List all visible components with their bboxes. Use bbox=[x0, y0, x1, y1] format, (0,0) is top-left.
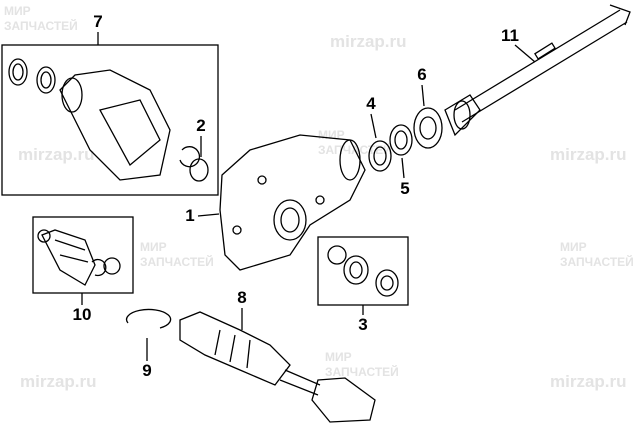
watermark-site: mirzap.ru bbox=[20, 372, 97, 391]
callout-6: 6 bbox=[417, 65, 427, 84]
callout-5: 5 bbox=[400, 179, 410, 198]
group-box-10 bbox=[32, 216, 134, 294]
callout-2: 2 bbox=[196, 116, 206, 135]
differential-housing bbox=[219, 134, 366, 271]
callout-1: 1 bbox=[185, 206, 195, 225]
callout-3: 3 bbox=[358, 315, 368, 334]
group-box-7 bbox=[1, 44, 219, 196]
callout-7: 7 bbox=[93, 12, 103, 31]
snap-ring-9 bbox=[125, 308, 172, 329]
axle-shaft-8 bbox=[179, 311, 376, 423]
snap-ring-2 bbox=[179, 146, 209, 182]
leader-lines bbox=[81, 32, 536, 361]
callout-9: 9 bbox=[142, 361, 152, 380]
seal-kit-3 bbox=[327, 245, 399, 297]
watermark-site: mirzap.ru bbox=[550, 372, 627, 391]
seal-5 bbox=[389, 124, 413, 156]
watermark-site: mirzap.ru bbox=[18, 145, 95, 164]
housing-cover bbox=[8, 58, 171, 181]
drive-shaft-11 bbox=[444, 4, 631, 137]
callout-11: 11 bbox=[501, 26, 519, 45]
shield-6 bbox=[413, 107, 443, 149]
callout-8: 8 bbox=[237, 288, 247, 307]
callout-10: 10 bbox=[72, 305, 92, 324]
callout-4: 4 bbox=[366, 94, 376, 113]
boot-kit-10 bbox=[37, 229, 121, 286]
seal-4 bbox=[368, 140, 392, 172]
watermark-site: mirzap.ru bbox=[330, 32, 407, 51]
watermark-site: mirzap.ru bbox=[550, 145, 627, 164]
